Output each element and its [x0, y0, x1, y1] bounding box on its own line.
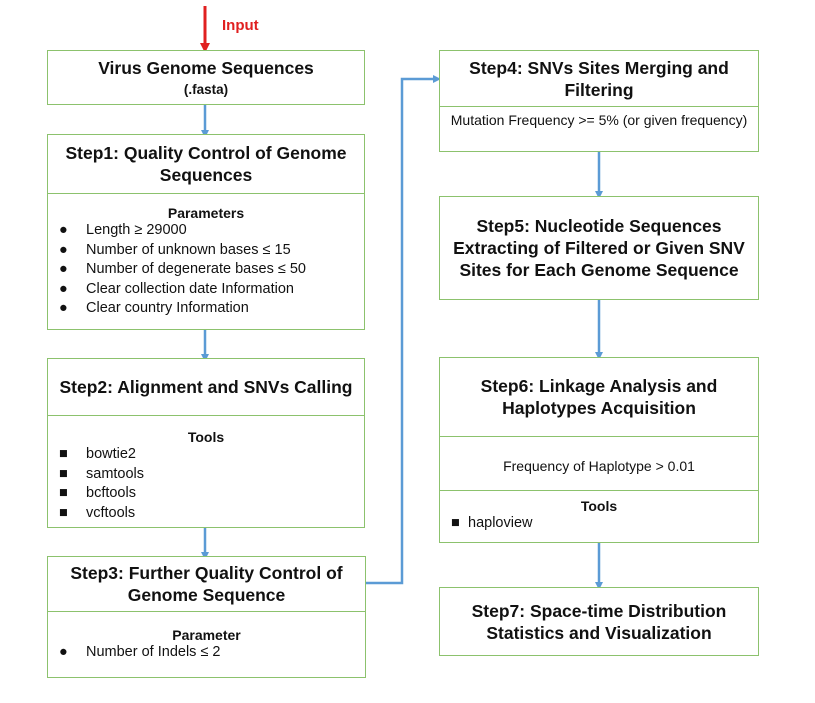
input-label: Input	[222, 17, 259, 34]
bullet-icon: ●	[59, 222, 68, 238]
bullet-icon: ●	[59, 280, 68, 297]
step7-box: Step7: Space-time Distribution Statistic…	[439, 587, 759, 656]
step2-title: Step2: Alignment and SNVs Calling	[59, 377, 353, 397]
step1-section-label: Parameters	[167, 205, 245, 221]
step3-box: Step3: Further Quality Control of Genome…	[47, 556, 366, 678]
step4-title: Step4: SNVs Sites Merging and Filtering	[469, 57, 729, 100]
step4-detail: Mutation Frequency >= 5% (or given frequ…	[450, 112, 748, 128]
bullet-icon: ●	[59, 241, 68, 258]
step1-parameter-item: ● Number of unknown bases ≤ 15	[48, 241, 364, 261]
step3-parameter-item: ● Number of Indels ≤ 2	[48, 643, 365, 663]
step1-parameter-list: ● Length ≥ 29000 ● Number of unknown bases …	[48, 221, 364, 319]
step6-box: Step6: Linkage Analysis and Haplotypes A…	[439, 357, 759, 543]
step1-parameter-item-label: Clear country Information	[86, 300, 249, 316]
step1-parameter-item: ● Length ≥ 29000	[48, 221, 364, 241]
arrow-step3-step4	[366, 75, 441, 585]
virus-genome-box: Virus Genome Sequences (.fasta)	[47, 50, 365, 105]
step6-detail: Frequency of Haplotype > 0.01	[503, 458, 695, 474]
step2-section-label: Tools	[187, 429, 225, 445]
step1-parameter-item-label: Number of degenerate bases ≤ 50	[86, 261, 306, 277]
step2-tool-item-label: bcftools	[86, 485, 136, 501]
step1-box: Step1: Quality Control of Genome Sequenc…	[47, 134, 365, 330]
step5-box: Step5: Nucleotide Sequences Extracting o…	[439, 196, 759, 300]
virus-genome-subtitle: (.fasta)	[183, 81, 229, 97]
step1-title: Step1: Quality Control of Genome Sequenc…	[65, 143, 347, 185]
bullet-icon: ●	[59, 261, 68, 277]
step1-parameter-item: ● Clear collection date Information	[48, 280, 364, 300]
bullet-icon: ●	[59, 300, 68, 316]
step6-section-label: Tools	[580, 498, 618, 514]
step6-tool-list: ■ haploview	[440, 514, 758, 534]
bullet-icon: ■	[59, 485, 68, 501]
step4-box: Step4: SNVs Sites Merging and Filtering …	[439, 50, 759, 152]
step2-tool-item-label: samtools	[86, 465, 145, 482]
step1-parameter-item-label: Number of unknown bases ≤ 15	[86, 241, 291, 258]
step1-parameter-item-label: Clear collection date Information	[86, 280, 294, 297]
bullet-icon: ●	[59, 644, 68, 660]
step1-parameter-item: ● Clear country Information	[48, 299, 364, 319]
step6-title: Step6: Linkage Analysis and Haplotypes A…	[480, 376, 718, 418]
step2-tool-item: ■ bcftools	[48, 484, 364, 504]
step1-parameter-item-label: Length ≥ 29000	[86, 222, 187, 238]
virus-genome-title: Virus Genome Sequences	[98, 57, 314, 78]
step1-parameter-item: ● Number of degenerate bases ≤ 50	[48, 260, 364, 280]
step6-tool-item-label: haploview	[468, 515, 533, 531]
bullet-icon: ■	[59, 504, 68, 521]
step2-tool-item: ■ vcftools	[48, 504, 364, 524]
step2-tool-item: ■ samtools	[48, 465, 364, 485]
step2-tool-item-label: vcftools	[86, 504, 136, 521]
step2-box: Step2: Alignment and SNVs Calling Tools …	[47, 358, 365, 528]
step2-tool-item: ■ bowtie2	[48, 445, 364, 465]
step3-section-label: Parameter	[172, 627, 241, 643]
step5-title: Step5: Nucleotide Sequences Extracting o…	[453, 216, 745, 280]
step3-title: Step3: Further Quality Control of Genome…	[70, 563, 343, 605]
bullet-icon: ■	[59, 446, 68, 462]
step7-title: Step7: Space-time Distribution Statistic…	[471, 600, 727, 643]
step3-parameter-item-label: Number of Indels ≤ 2	[86, 644, 221, 660]
bullet-icon: ■	[59, 465, 68, 482]
step3-parameter-list: ● Number of Indels ≤ 2	[48, 643, 365, 663]
bullet-icon: ■	[451, 515, 460, 531]
step2-tool-list: ■ bowtie2 ■ samtools ■ bcftools ■ vcftools	[48, 445, 364, 523]
step2-tool-item-label: bowtie2	[86, 446, 136, 462]
step6-tool-item: ■ haploview	[440, 514, 758, 534]
